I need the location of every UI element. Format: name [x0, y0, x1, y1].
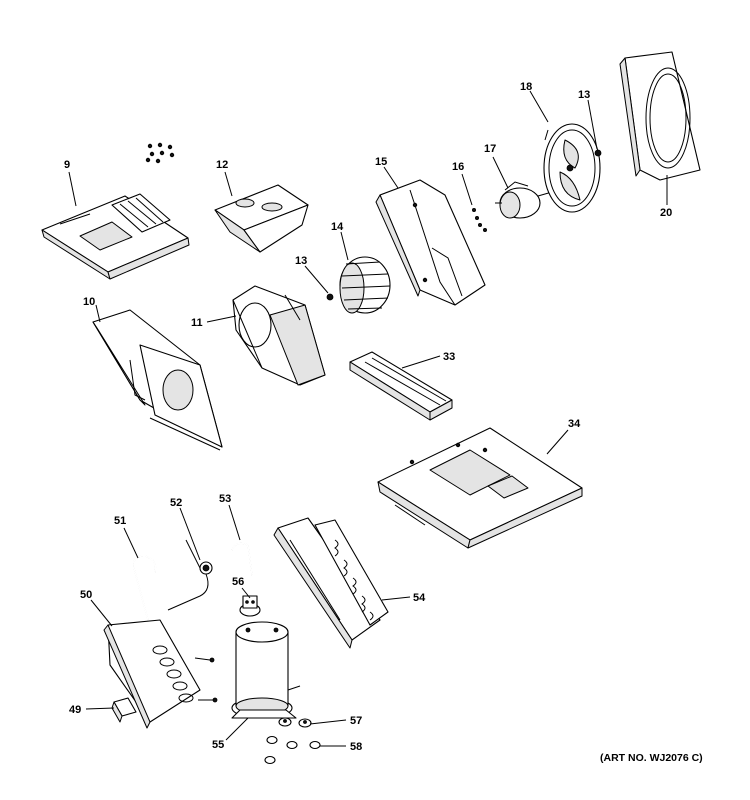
callout-11: 11 — [191, 317, 203, 329]
callout-55: 55 — [212, 739, 224, 751]
callout-13-left: 13 — [295, 255, 307, 267]
part-50-coil — [103, 619, 218, 729]
part-11-blower-housing — [232, 285, 326, 386]
part-57-grommets — [278, 717, 312, 728]
callout-50: 50 — [80, 589, 92, 601]
callout-17: 17 — [484, 143, 496, 155]
part-20-orifice — [619, 51, 701, 181]
part-9-screws — [145, 142, 175, 164]
part-18-fan-blade — [543, 123, 601, 213]
callout-14: 14 — [331, 221, 344, 233]
part-12-cover — [214, 184, 309, 253]
callout-20: 20 — [660, 207, 672, 219]
callout-54: 54 — [413, 592, 426, 604]
callout-12: 12 — [216, 159, 228, 171]
part-13-nut — [326, 293, 334, 301]
callout-10: 10 — [83, 296, 95, 308]
part-52-sensor — [167, 539, 213, 611]
part-49-bracket — [111, 697, 137, 723]
callout-56: 56 — [232, 576, 244, 588]
part-33-tray — [349, 351, 453, 421]
art-number: (ART NO. WJ2076 C) — [600, 752, 703, 764]
callout-58: 58 — [350, 741, 362, 753]
callout-9: 9 — [64, 159, 70, 171]
part-53-tube — [231, 542, 253, 576]
part-51-tube — [133, 555, 157, 621]
part-15-shroud — [375, 179, 486, 306]
part-16-screws — [471, 207, 487, 232]
callout-13-right: 13 — [578, 89, 590, 101]
callout-52: 52 — [170, 497, 182, 509]
part-58-washers — [264, 735, 321, 765]
part-55-compressor — [231, 621, 301, 719]
callout-34: 34 — [568, 418, 581, 430]
part-34-base-pan — [377, 427, 583, 549]
callout-51: 51 — [114, 515, 126, 527]
callout-15: 15 — [375, 156, 387, 168]
part-14-blower-wheel — [339, 256, 391, 314]
part-10-panel — [92, 309, 223, 451]
part-54-fins — [334, 539, 374, 621]
callout-49: 49 — [69, 704, 81, 716]
callout-57: 57 — [350, 715, 362, 727]
callout-18: 18 — [520, 81, 532, 93]
callout-33: 33 — [443, 351, 455, 363]
part-9-panel — [41, 142, 190, 280]
part-54-evaporator — [273, 517, 389, 649]
part-56-terminal — [239, 595, 261, 617]
callout-53: 53 — [219, 493, 231, 505]
part-13-nut-right — [594, 149, 602, 157]
part-17-fan-motor — [495, 181, 553, 219]
callout-16: 16 — [452, 161, 464, 173]
